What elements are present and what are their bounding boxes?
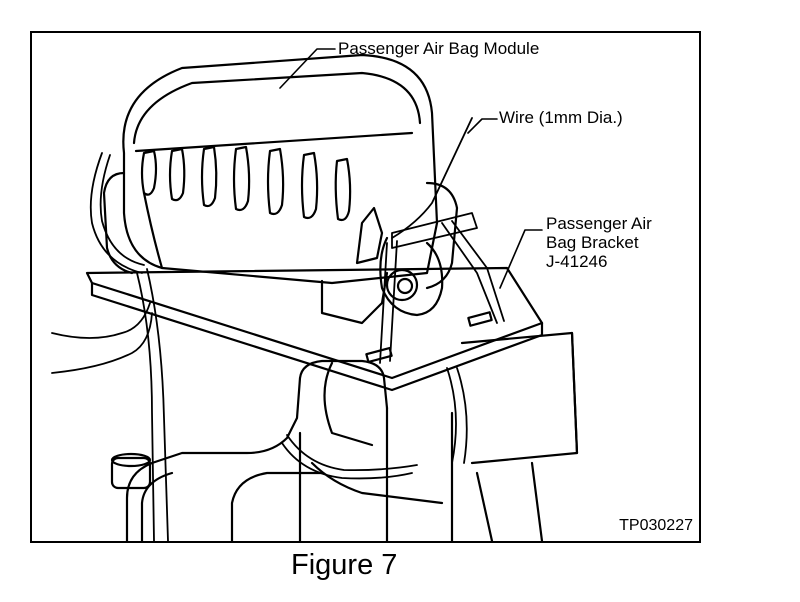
callout-wire: Wire (1mm Dia.) [499, 108, 623, 127]
airbag-module-illustration [51, 48, 579, 541]
figure-code: TP030227 [619, 517, 693, 534]
leader-lines [279, 48, 543, 289]
callout-bracket-line3: J-41246 [546, 252, 608, 271]
callout-bracket-line1: Passenger Air [546, 214, 652, 233]
cable-harness [51, 152, 468, 541]
bracket-plate [85, 266, 544, 392]
figure-frame: Passenger Air Bag Module Wire (1mm Dia.)… [30, 31, 701, 543]
retaining-wire [379, 117, 505, 364]
air-bag-module [102, 53, 459, 325]
bench-vise [110, 331, 579, 541]
callout-air-bag-module: Passenger Air Bag Module [338, 39, 540, 58]
figure-caption: Figure 7 [291, 549, 398, 581]
callout-bracket-line2: Bag Bracket [546, 233, 639, 252]
callout-bracket: Passenger Air Bag Bracket J-41246 [546, 214, 652, 271]
